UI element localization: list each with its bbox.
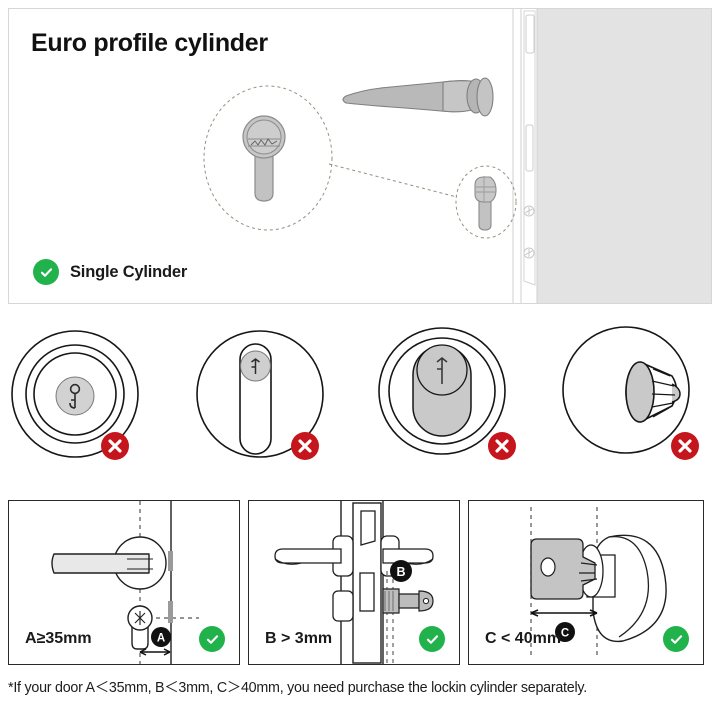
keyhole-glyph-icon — [251, 358, 260, 374]
door-panel — [536, 9, 711, 303]
measure-label-c: C < 40mm — [485, 630, 562, 647]
callout-dashed-circle-large — [203, 85, 333, 231]
latch-slot-lower — [525, 124, 534, 172]
measure-label-b: B > 3mm — [265, 630, 333, 647]
door-front-with-lever-handle-and-cylinder: A — [51, 501, 199, 664]
svg-text:A: A — [157, 633, 165, 645]
marker-badge-b: B — [390, 560, 412, 582]
single-cylinder-label: Single Cylinder — [70, 262, 188, 281]
lever-handle — [51, 553, 150, 574]
door-lever-handle — [342, 77, 494, 117]
marker-badge-a: A — [151, 627, 171, 647]
screw-hole-upper — [523, 205, 535, 217]
key-icon — [530, 538, 598, 600]
hero-panel: Euro profile cylinder — [8, 8, 712, 304]
x-circle-icon — [488, 432, 516, 460]
lever-right — [382, 548, 434, 564]
euro-cylinder-front-view — [242, 115, 286, 202]
oval-keyhole-escutcheon-icon — [196, 330, 324, 458]
oval-plate-keyhole-icon — [378, 327, 506, 455]
screw-hole-lower — [523, 247, 535, 259]
marker-badge-c: C — [555, 622, 575, 642]
page-title: Euro profile cylinder — [31, 29, 268, 57]
measure-box-a: A A≥35mm — [8, 500, 240, 665]
svg-text:C: C — [561, 628, 569, 640]
round-keyhole-escutcheon-icon — [11, 330, 139, 458]
dimension-arrow-a — [139, 648, 171, 656]
x-circle-icon — [291, 432, 319, 460]
euro-cylinder-side-view — [474, 176, 497, 231]
measure-label-a: A≥35mm — [25, 630, 92, 647]
check-circle-icon-c — [663, 626, 689, 652]
door-edge-section-with-key-protrusion: B — [274, 501, 434, 664]
svg-text:B: B — [396, 565, 405, 579]
latch-slot-upper — [525, 14, 535, 54]
x-circle-icon — [101, 432, 129, 460]
callout-connector-line — [328, 163, 458, 198]
lever-left — [274, 548, 342, 564]
unsupported-lock-oval-plate-keyhole — [360, 318, 540, 478]
unsupported-lock-types-row — [0, 318, 720, 478]
single-cylinder-badge: Single Cylinder — [33, 259, 187, 285]
measure-box-c: C C < 40mm — [468, 500, 704, 665]
hero-illustration — [203, 9, 711, 303]
unsupported-lock-knurled-knob — [540, 318, 720, 478]
footnote-text: *If your door A＜35mm, B＜3mm, C＞40mm, you… — [8, 680, 587, 696]
knurled-knob-icon — [625, 361, 681, 423]
key-icon — [382, 588, 434, 614]
check-circle-icon-a — [199, 626, 225, 652]
keyhole-glyph-icon — [69, 383, 81, 409]
key-inserted-into-lock-body-depth: C — [530, 507, 667, 657]
unsupported-lock-oval-euro-escutcheon — [180, 318, 360, 478]
check-circle-icon — [33, 259, 59, 285]
door-edge-strike-plate — [512, 9, 522, 303]
keyhole-glyph-icon — [436, 356, 448, 384]
measurement-requirements-row: A A≥35mm — [8, 500, 712, 665]
callout-dashed-circle-small — [455, 165, 517, 239]
outer-circle — [562, 326, 690, 454]
x-circle-icon — [671, 432, 699, 460]
measure-box-b: B B > 3mm — [248, 500, 460, 665]
dimension-arrow-c — [530, 609, 598, 617]
unsupported-lock-deadbolt-rosette — [0, 318, 180, 478]
check-circle-icon-b — [419, 626, 445, 652]
